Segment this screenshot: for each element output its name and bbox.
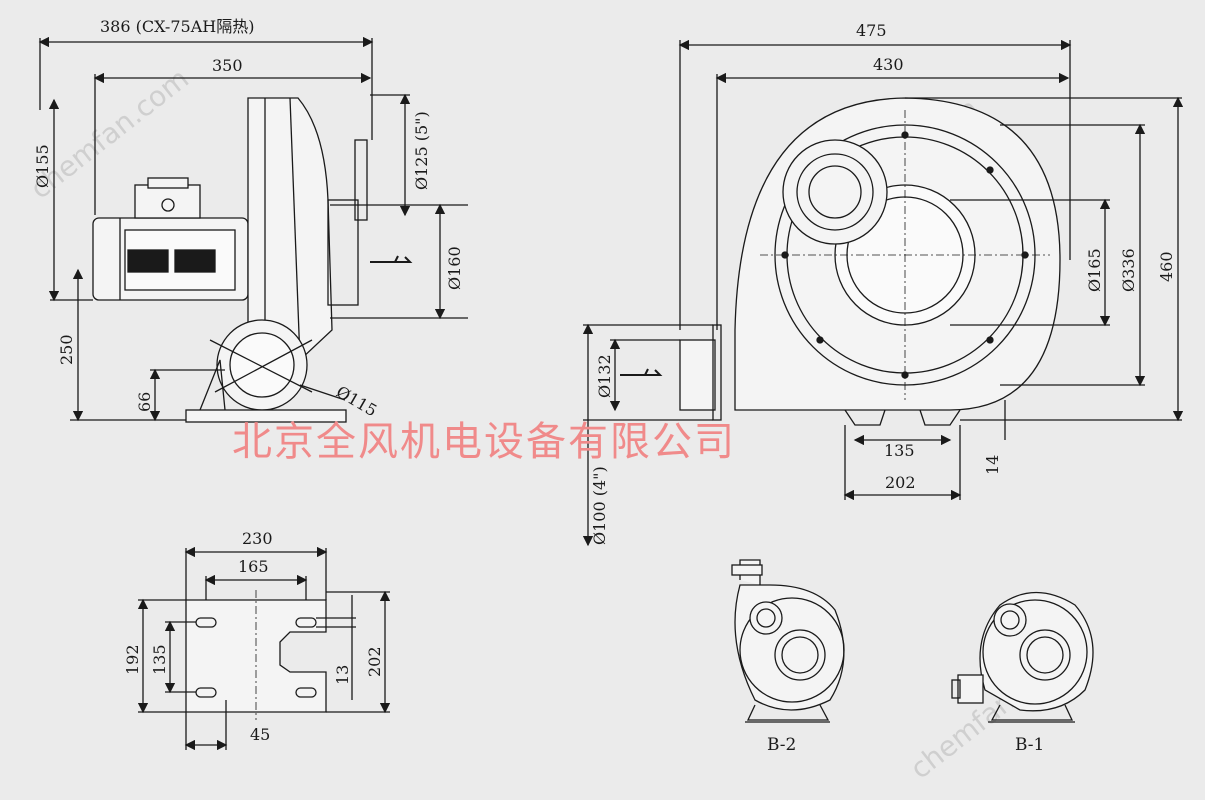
dim-base-202: 202: [885, 473, 916, 492]
dim-w45: 45: [250, 725, 270, 744]
dim-width-430: 430: [873, 55, 904, 74]
dim-d336: Ø336: [1119, 248, 1138, 292]
dim-w165: 165: [238, 557, 269, 576]
dim-height-66: 66: [135, 392, 154, 412]
variant-b1-label: B-1: [1015, 735, 1044, 755]
dim-body-length: 350: [212, 56, 243, 75]
dim-height-460: 460: [1157, 251, 1176, 282]
dim-d100: Ø100 (4"): [590, 466, 609, 545]
base-plate-view: [137, 546, 391, 751]
front-view: [582, 39, 1184, 547]
dim-w230: 230: [242, 529, 273, 548]
variant-b1-view: [951, 591, 1094, 723]
dim-width-475: 475: [856, 21, 887, 40]
dim-d165: Ø165: [1085, 248, 1104, 292]
variant-b2-label: B-2: [767, 735, 796, 755]
dim-d132: Ø132: [595, 354, 614, 398]
side-view: [38, 36, 468, 423]
dim-overall-length: 386 (CX-75AH隔热): [100, 17, 254, 36]
dim-base-135: 135: [884, 441, 915, 460]
dim-height-250: 250: [57, 334, 76, 365]
dim-h202: 202: [365, 646, 384, 677]
dim-d125: Ø125 (5"): [412, 111, 431, 190]
dim-base-14: 14: [983, 455, 1002, 475]
dim-d160: Ø160: [445, 246, 464, 290]
dim-h135: 135: [150, 644, 169, 675]
dim-h192: 192: [123, 644, 142, 675]
dim-d155: Ø155: [33, 144, 52, 188]
company-name: 北京全风机电设备有限公司: [232, 419, 736, 465]
variant-b2-view: [731, 559, 845, 723]
dim-h13: 13: [333, 665, 352, 685]
